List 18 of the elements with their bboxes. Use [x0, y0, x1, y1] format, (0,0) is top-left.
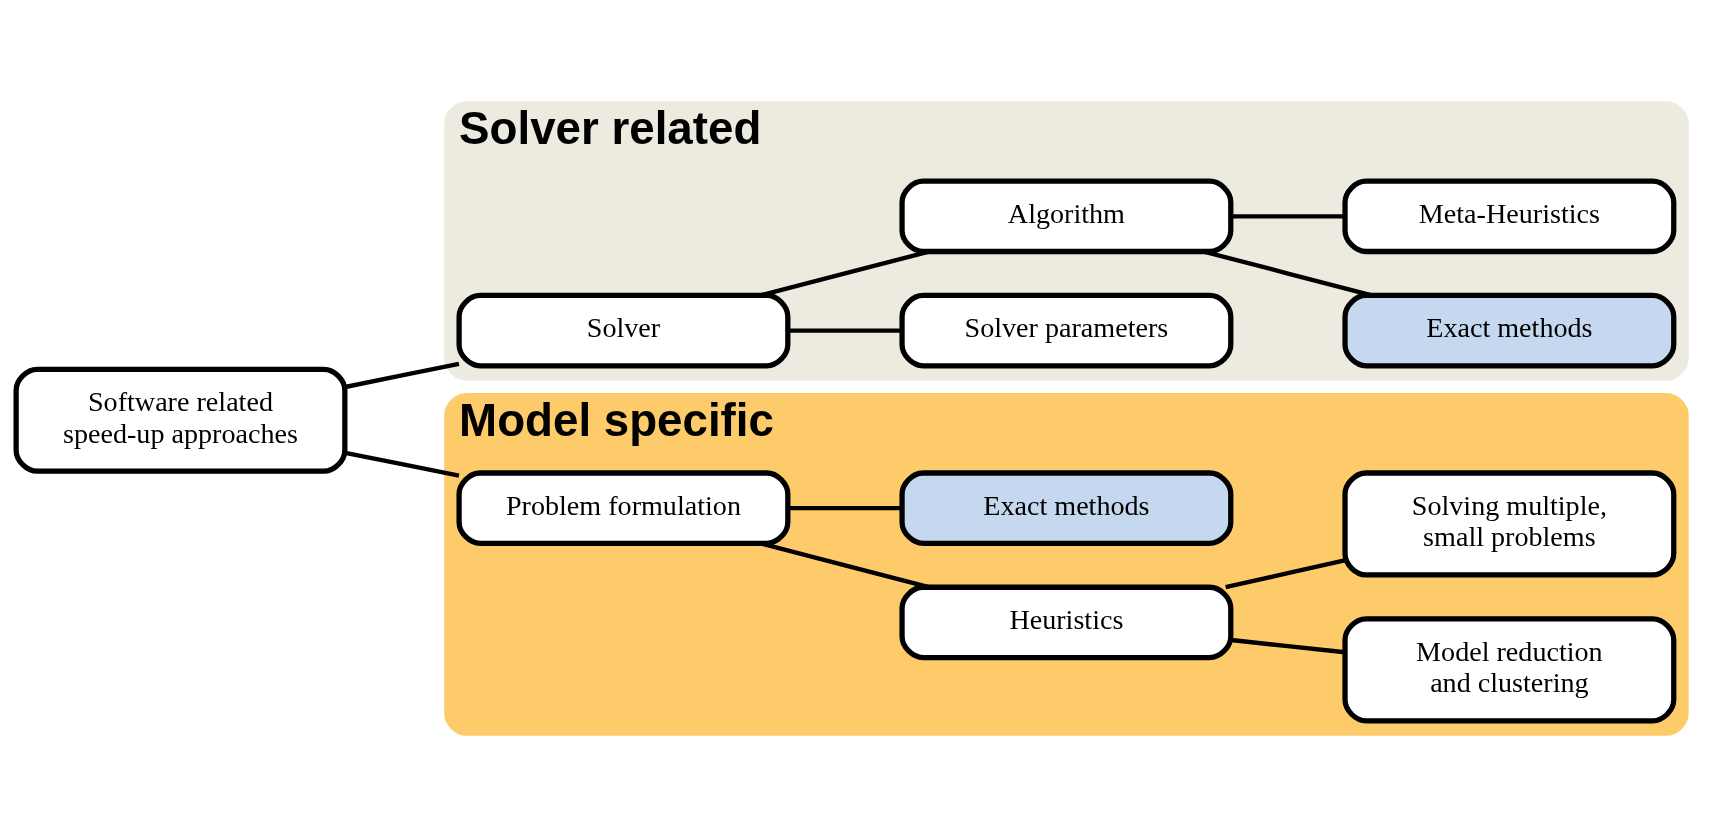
node-box: Exact methods	[1342, 292, 1677, 368]
node-box: Model reduction and clustering	[1342, 615, 1677, 723]
node-box: Algorithm	[899, 178, 1234, 254]
node-box: Solver parameters	[899, 292, 1234, 368]
connector	[788, 327, 902, 333]
connector	[788, 505, 902, 510]
connector	[1231, 213, 1345, 219]
connector	[1225, 557, 1346, 589]
node-box: Solving multiple, small problems	[1342, 469, 1677, 578]
node-box: Heuristics	[899, 584, 1234, 660]
connector	[1230, 637, 1346, 654]
node-box: Software related speed-up approaches	[13, 366, 348, 474]
node-box: Problem formulation	[456, 469, 791, 546]
node-box: Exact methods	[899, 469, 1234, 546]
connector	[344, 361, 460, 389]
node-box: Solver	[456, 292, 791, 368]
connector	[344, 450, 460, 478]
node-box: Meta-Heuristics	[1342, 178, 1677, 254]
